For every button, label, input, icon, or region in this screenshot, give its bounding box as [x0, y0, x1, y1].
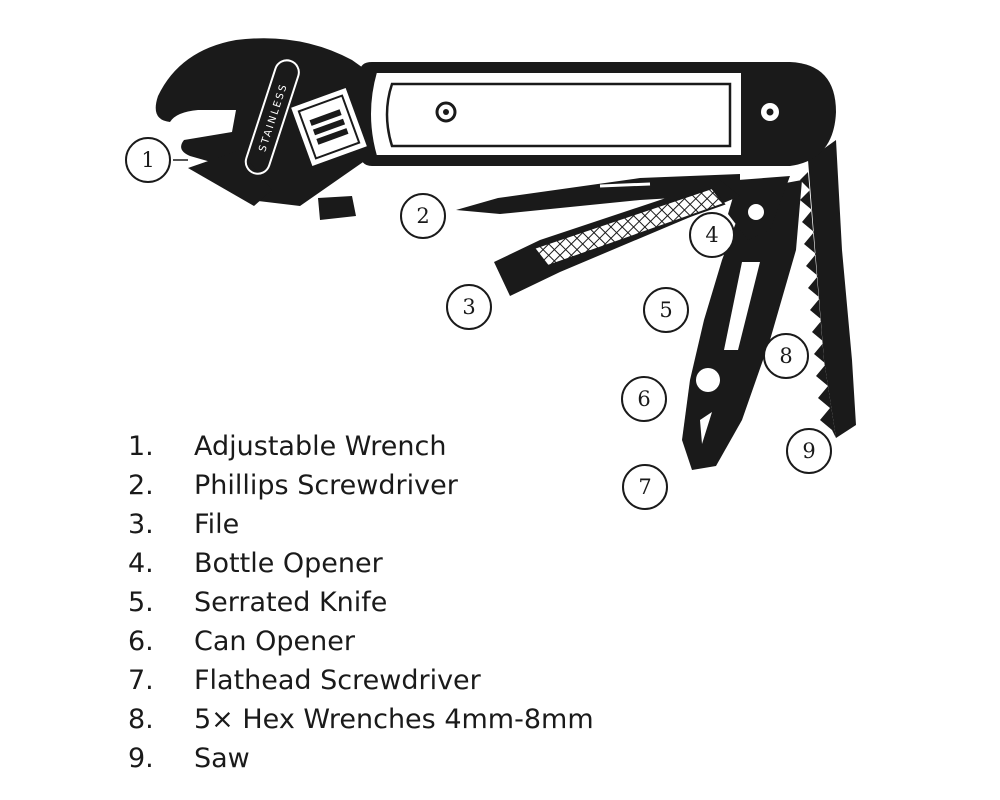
- callout-7: 7: [622, 464, 668, 510]
- legend-item: 7. Flathead Screwdriver: [128, 661, 594, 700]
- legend-number: 1.: [128, 431, 154, 462]
- legend-list: 1. Adjustable Wrench 2. Phillips Screwdriv…: [128, 427, 594, 778]
- bottle-opener: [728, 176, 790, 240]
- legend-item: 6. Can Opener: [128, 622, 594, 661]
- legend-number: 7.: [128, 665, 154, 696]
- logo-mark: [309, 109, 349, 145]
- adjustable-wrench: STAINLESS: [155, 38, 367, 220]
- legend-item: 9. Saw: [128, 739, 594, 778]
- legend-number: 3.: [128, 509, 154, 540]
- legend-label: 5× Hex Wrenches 4mm-8mm: [194, 704, 594, 735]
- saw-blade: [800, 140, 856, 438]
- callout-9: 9: [786, 428, 832, 474]
- legend-number: 8.: [128, 704, 154, 735]
- legend-label: File: [194, 509, 240, 540]
- legend-label: Phillips Screwdriver: [194, 470, 458, 501]
- legend-item: 8. 5× Hex Wrenches 4mm-8mm: [128, 700, 594, 739]
- multitool-handle: [360, 62, 836, 166]
- legend-number: 4.: [128, 548, 154, 579]
- callout-3: 3: [446, 284, 492, 330]
- legend-item: 5. Serrated Knife: [128, 583, 594, 622]
- phillips-screwdriver: [456, 174, 740, 214]
- legend-item: 3. File: [128, 505, 594, 544]
- callout-1: 1: [125, 137, 171, 183]
- file-tool: [494, 180, 740, 296]
- callout-4: 4: [689, 212, 735, 258]
- legend-label: Serrated Knife: [194, 587, 388, 618]
- legend-number: 9.: [128, 743, 154, 774]
- callout-2: 2: [400, 193, 446, 239]
- callout-6: 6: [621, 376, 667, 422]
- legend-label: Can Opener: [194, 626, 355, 657]
- legend-number: 6.: [128, 626, 154, 657]
- legend-label: Saw: [194, 743, 250, 774]
- legend-item: 1. Adjustable Wrench: [128, 427, 594, 466]
- legend-label: Bottle Opener: [194, 548, 383, 579]
- callout-8: 8: [763, 333, 809, 379]
- legend-label: Flathead Screwdriver: [194, 665, 481, 696]
- legend-number: 5.: [128, 587, 154, 618]
- callout-5: 5: [643, 287, 689, 333]
- legend-item: 4. Bottle Opener: [128, 544, 594, 583]
- knife-can-opener-blade: [682, 180, 802, 470]
- legend-number: 2.: [128, 470, 154, 501]
- legend-label: Adjustable Wrench: [194, 431, 447, 462]
- legend-item: 2. Phillips Screwdriver: [128, 466, 594, 505]
